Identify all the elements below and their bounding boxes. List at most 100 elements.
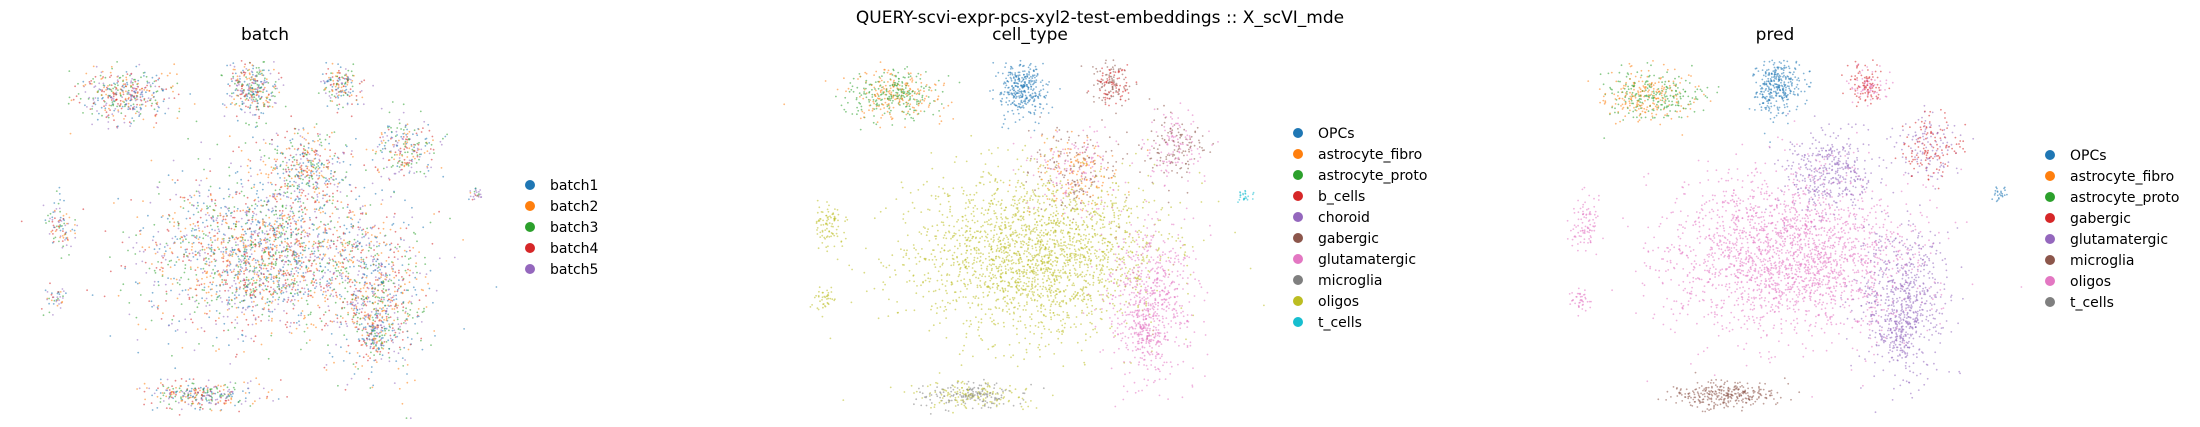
point-batch-tl: [141, 91, 143, 94]
point-batch-tr2: [387, 125, 389, 128]
point-batch-right: [345, 350, 348, 353]
point-batch-tr2: [406, 147, 408, 149]
point-batch-tl: [143, 97, 146, 100]
point-batch-tr2: [442, 137, 444, 140]
point-batch-big: [250, 278, 253, 280]
point-batch-big: [274, 238, 277, 241]
point-batch-topc: [271, 91, 274, 94]
point-batch-big: [339, 315, 342, 318]
point-batch-right: [406, 381, 409, 384]
point-batch-bot: [232, 386, 235, 389]
point-batch-right: [388, 347, 391, 350]
point-batch-tl: [92, 97, 95, 100]
point-batch-tl: [133, 87, 136, 90]
point-batch-tr2: [382, 139, 385, 142]
point-batch-big: [205, 219, 208, 222]
point-batch-big: [254, 286, 257, 289]
point-batch-big: [297, 219, 299, 222]
point-batch-bot: [199, 408, 201, 411]
point-batch-tl: [141, 93, 144, 96]
point-batch-tl: [72, 98, 75, 101]
point-batch-big: [275, 165, 278, 168]
point-batch-big: [335, 270, 338, 272]
point-batch-big: [162, 256, 165, 259]
point-batch-big: [295, 221, 297, 223]
point-batch-big: [296, 253, 299, 255]
point-batch-right: [409, 343, 412, 346]
point-batch-big: [243, 313, 246, 316]
point-batch-big: [222, 215, 225, 218]
point-batch-big: [392, 270, 394, 273]
point-batch-right: [384, 332, 387, 335]
point-batch-tl: [110, 65, 113, 68]
point-batch-topc: [234, 79, 237, 82]
point-batch-midr: [271, 138, 273, 141]
point-batch-tr2: [404, 144, 407, 146]
point-batch-big: [284, 279, 287, 282]
point-batch-big: [231, 299, 233, 302]
point-batch-big: [144, 249, 147, 251]
point-batch-topc: [255, 121, 258, 124]
point-batch-right: [412, 286, 415, 289]
point-batch-right: [425, 273, 428, 275]
point-batch-big: [226, 283, 229, 285]
point-batch-big: [228, 260, 231, 263]
point-batch-tl: [117, 80, 119, 83]
point-batch-midr: [269, 195, 271, 197]
point-batch-big: [326, 280, 329, 283]
point-batch-right: [400, 303, 403, 305]
point-batch-big: [297, 228, 300, 231]
point-batch-big: [189, 266, 192, 269]
point-batch-right: [381, 296, 383, 299]
point-batch-right: [360, 251, 362, 254]
legend-label-batch4: batch4: [550, 241, 599, 257]
point-batch-tr1: [338, 94, 340, 96]
point-batch-big: [229, 363, 232, 365]
point-batch-topc: [234, 82, 236, 85]
point-batch-midr: [315, 181, 317, 184]
point-batch-right: [380, 271, 383, 274]
point-batch-big: [292, 212, 295, 215]
point-batch-right: [358, 312, 360, 315]
point-batch-big: [205, 297, 208, 300]
point-batch-midr: [287, 213, 290, 216]
point-batch-right: [403, 249, 406, 252]
point-batch-big: [331, 320, 334, 323]
point-batch-right: [384, 312, 387, 315]
point-batch-big: [272, 293, 274, 295]
point-batch-big: [276, 286, 279, 288]
point-batch-topc: [225, 106, 228, 109]
point-batch-bot: [211, 399, 214, 402]
point-batch-big: [270, 294, 273, 296]
point-batch-right: [370, 366, 373, 368]
point-batch-big: [253, 250, 256, 253]
point-batch-big: [288, 284, 291, 287]
point-batch-right: [363, 263, 366, 265]
point-batch-big: [394, 230, 397, 233]
point-batch-tl: [154, 85, 157, 88]
point-batch-right: [425, 294, 427, 297]
point-batch-topc: [254, 80, 257, 83]
point-cell_type-big: [1045, 267, 1048, 269]
point-batch-big: [304, 316, 306, 319]
point-batch-big: [289, 210, 292, 213]
point-batch-big: [198, 195, 201, 197]
point-batch-midr: [302, 178, 304, 181]
point-batch-big: [176, 238, 179, 241]
point-batch-big: [227, 254, 230, 256]
point-batch-tl: [121, 96, 124, 99]
point-batch-right: [377, 302, 379, 305]
point-batch-big: [396, 318, 399, 321]
point-batch-tr2: [384, 131, 386, 134]
point-batch-big: [319, 253, 321, 256]
point-batch-midr: [337, 182, 340, 185]
point-batch-tiny: [473, 190, 476, 193]
point-batch-big: [159, 268, 161, 271]
point-batch-big: [199, 216, 202, 219]
point-batch-big: [283, 225, 286, 228]
point-batch-midr: [345, 171, 348, 174]
point-batch-big: [220, 207, 223, 209]
point-batch-big: [254, 335, 257, 338]
point-batch-big: [227, 289, 230, 292]
point-batch-big: [242, 246, 245, 249]
